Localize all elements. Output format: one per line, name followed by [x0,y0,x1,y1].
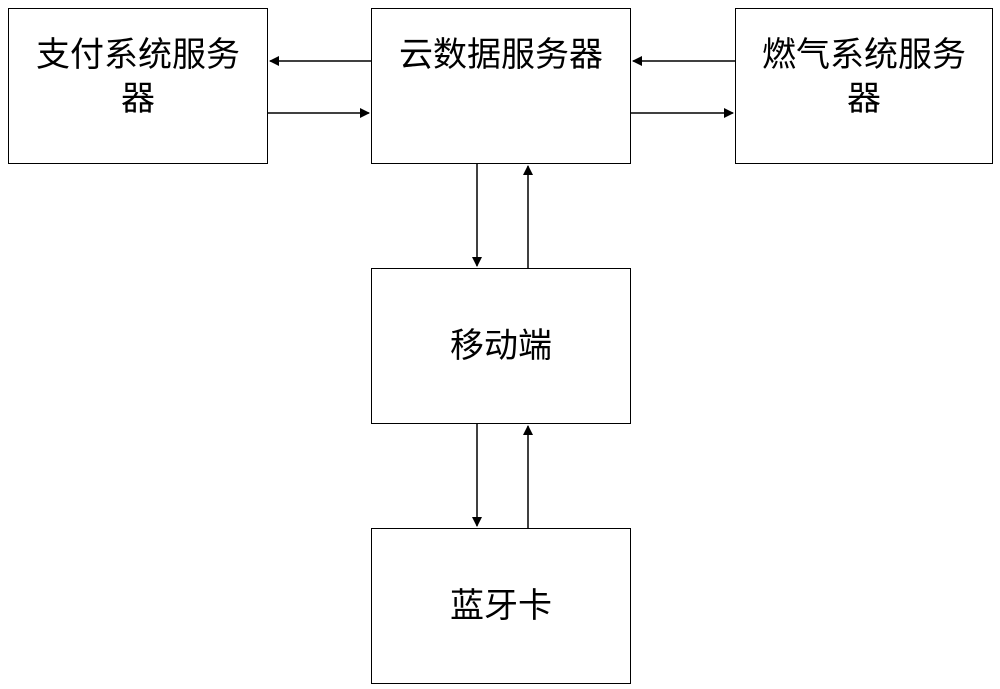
gas-server-node: 燃气系统服务器 [735,8,993,164]
payment-server-label: 支付系统服务器 [36,35,240,120]
bluetooth-card-node: 蓝牙卡 [371,528,631,684]
bluetooth-card-label: 蓝牙卡 [450,585,552,626]
payment-server-node: 支付系统服务器 [8,8,268,164]
gas-server-label: 燃气系统服务器 [762,35,966,120]
cloud-data-server-label: 云数据服务器 [399,35,603,75]
mobile-label: 移动端 [450,325,552,366]
cloud-data-server-node: 云数据服务器 [371,8,631,164]
mobile-node: 移动端 [371,268,631,424]
